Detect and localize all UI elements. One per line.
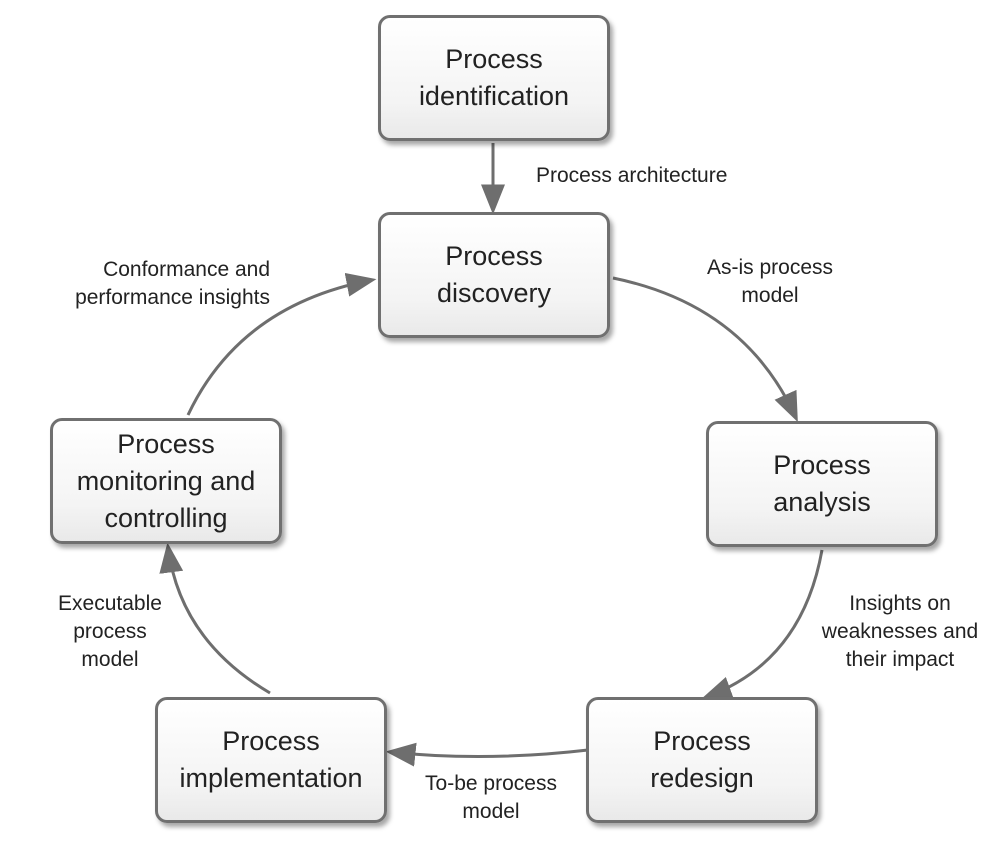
process-discovery-box: Process discovery <box>378 212 610 338</box>
process-analysis-label: Process analysis <box>773 450 871 517</box>
flow-label-as-is-model: As-is process model <box>706 256 834 307</box>
process-implementation-label: Process implementation <box>179 726 363 793</box>
process-implementation-box: Process implementation <box>155 697 387 823</box>
arrow-analysis-to-redesign <box>701 549 824 700</box>
process-redesign-label: Process redesign <box>650 726 754 793</box>
process-discovery-label: Process discovery <box>436 241 552 308</box>
arrow-discovery-to-analysis <box>612 276 798 423</box>
arrow-implementation-to-monitoring <box>159 542 271 695</box>
flow-label-conformance-insights: Conformance and performance insights <box>75 258 270 309</box>
process-identification-box: Process identification <box>378 15 610 141</box>
arrow-monitoring-to-discovery <box>186 272 377 416</box>
process-monitoring-box: Process monitoring and controlling <box>50 418 282 544</box>
process-identification-label: Process identification <box>418 44 570 111</box>
flow-label-to-be-model: To-be process model <box>425 772 557 823</box>
flow-label-executable-model: Executable process model <box>58 592 162 671</box>
flow-label-process-architecture: Process architecture <box>536 164 728 187</box>
process-analysis-box: Process analysis <box>706 421 938 547</box>
process-monitoring-label: Process monitoring and controlling <box>76 428 256 533</box>
process-redesign-box: Process redesign <box>586 697 818 823</box>
arrow-redesign-to-implementation <box>385 742 589 767</box>
flow-label-insights: Insights on weaknesses and their impact <box>821 592 979 671</box>
